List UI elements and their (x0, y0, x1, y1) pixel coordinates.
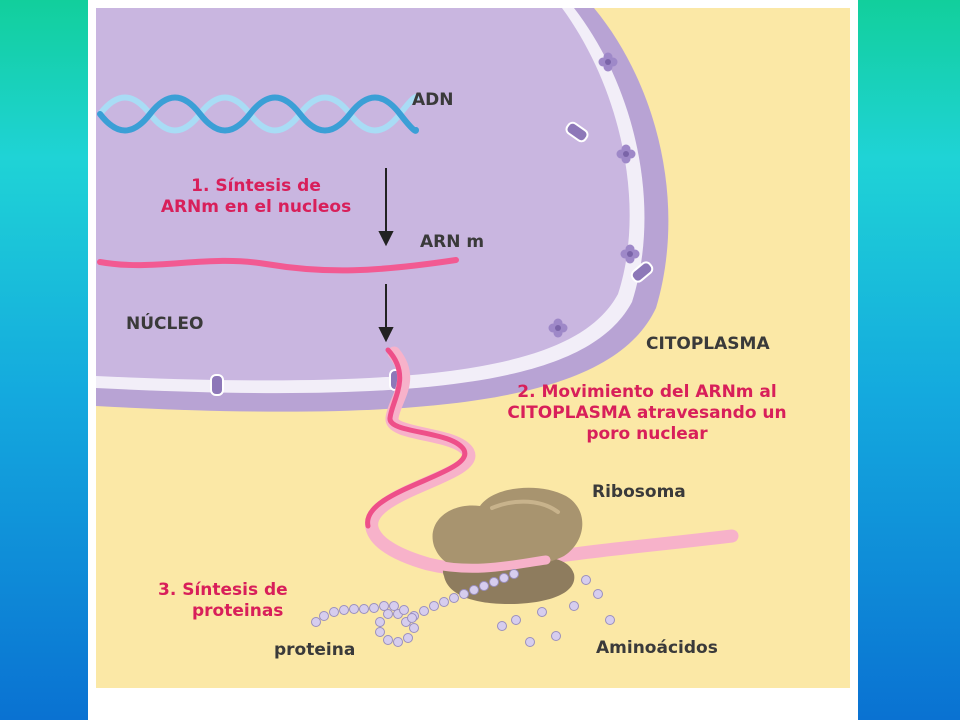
step1-line2: ARNm en el nucleos (160, 197, 352, 217)
dna-strand-light (97, 94, 420, 134)
flower-icon (616, 144, 636, 164)
amino-acid-bead (329, 607, 339, 617)
amino-acid (605, 615, 615, 625)
step1-caption: 1. Síntesis de ARNm en el nucleos (138, 176, 374, 218)
amino-acid-bead (375, 627, 385, 637)
amino-acid (537, 607, 547, 617)
amino-acid (511, 615, 521, 625)
amino-acid-bead (375, 617, 385, 627)
ribosome-large-subunit (432, 487, 583, 571)
amino-acid-bead (409, 623, 419, 633)
amino-acid-bead (379, 601, 389, 611)
step2-line2: CITOPLASMA atravesando un (507, 403, 787, 423)
amino-acid-bead (399, 605, 409, 615)
amino-acid-bead (359, 604, 369, 614)
amino-acid-bead (339, 605, 349, 615)
amino-acid-bead (509, 569, 519, 579)
amino-acid-bead (319, 611, 329, 621)
amino-acid-bead (383, 609, 393, 619)
ribosome-label: Ribosoma (592, 482, 686, 502)
step2-line3: poro nuclear (586, 424, 708, 444)
amino-acid (593, 589, 603, 599)
amino-acid-bead (459, 589, 469, 599)
nuclear-pore (565, 121, 589, 143)
flower-icon (598, 52, 618, 72)
nuclear-pore (210, 374, 224, 396)
dna-helix (97, 94, 420, 134)
amino-acid-bead (449, 593, 459, 603)
amino-acid-bead (469, 585, 479, 595)
step2-line1: 2. Movimiento del ARNm al (517, 382, 777, 402)
amino-acid-bead (407, 613, 417, 623)
amino-acid (569, 601, 579, 611)
amino-acid (525, 637, 535, 647)
amino-acid-bead (429, 601, 439, 611)
amino-acid-bead (489, 577, 499, 587)
amino-acid-bead (383, 635, 393, 645)
cytoplasm-label: CITOPLASMA (646, 334, 770, 354)
dna-strand-dark (97, 94, 420, 134)
amino-acid-bead (389, 601, 399, 611)
mrna-through-ribosome (427, 555, 551, 573)
step3-line1: 3. Síntesis de (158, 580, 288, 600)
amino-acid (497, 621, 507, 631)
amino-acid (551, 631, 561, 641)
step1-line1: 1. Síntesis de (191, 176, 321, 196)
amino-acid-bead (403, 633, 413, 643)
amino-acid-bead (419, 606, 429, 616)
protein-synthesis-diagram: ADN 1. Síntesis de ARNm en el nucleos AR… (96, 8, 850, 688)
nucleus-label: NÚCLEO (126, 314, 204, 334)
protein-chain (311, 569, 519, 647)
arrow-head-icon (378, 327, 394, 343)
amino-acid-bead (499, 573, 509, 583)
mrna-ribbon-dark (365, 347, 468, 529)
step3-caption: 3. Síntesis de proteinas (158, 580, 358, 622)
flower-icon (548, 318, 568, 338)
amino-acid-bead (311, 617, 321, 627)
nuclear-pore (630, 261, 654, 283)
amino-acid (581, 575, 591, 585)
amino-acid-bead (393, 637, 403, 647)
dna-label: ADN (412, 90, 454, 110)
mrna-in-nucleus (97, 257, 459, 274)
flower-icon (620, 244, 640, 264)
amino-acid-bead (349, 604, 359, 614)
amino-acids-label: Aminoácidos (596, 638, 718, 658)
slide: ADN 1. Síntesis de ARNm en el nucleos AR… (88, 0, 858, 720)
step2-caption: 2. Movimiento del ARNm al CITOPLASMA atr… (462, 382, 832, 445)
amino-acid-bead (479, 581, 489, 591)
ribosome-highlight (490, 499, 560, 514)
mrna-label: ARN m (420, 232, 485, 252)
amino-acid-bead (369, 603, 379, 613)
membrane-flowers (548, 52, 640, 338)
arrow-head-icon (378, 231, 394, 247)
arrows (378, 168, 394, 343)
amino-acid-bead (439, 597, 449, 607)
ribosome (432, 487, 583, 604)
step3-line2: proteinas (192, 601, 284, 621)
protein-label: proteina (274, 640, 356, 660)
diagram-illustration (96, 8, 739, 647)
free-amino-acids (497, 575, 615, 647)
